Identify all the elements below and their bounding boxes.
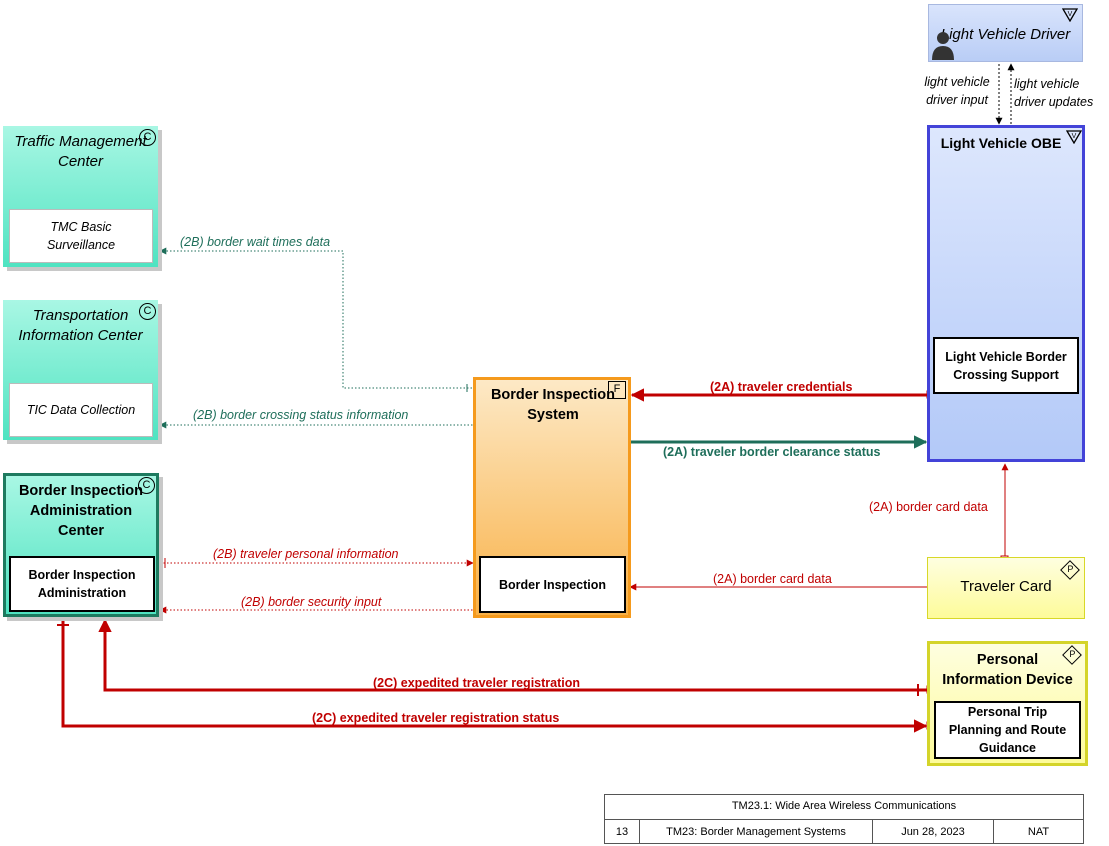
- light-vehicle-obe-title: Light Vehicle OBE: [940, 135, 1062, 151]
- center-class-badge: C: [138, 477, 155, 494]
- border-inspection-administration-center-title: Border Inspection Administration Center: [18, 483, 144, 539]
- border-inspection-administration-center-node[interactable]: Border Inspection Administration Center …: [3, 473, 159, 617]
- flow-card-data-up-label: (2A) border card data: [869, 500, 988, 514]
- flow-card-data-left-label: (2A) border card data: [713, 572, 832, 586]
- flow-security-input-label: (2B) border security input: [241, 595, 382, 609]
- traffic-management-center-node[interactable]: Traffic Management Center C TMC Basic Su…: [3, 126, 158, 267]
- flow-driver-input-label: light vehicle driver input: [924, 75, 990, 107]
- flow-wait-times-label: (2B) border wait times data: [180, 235, 331, 249]
- diagram-date: Jun 28, 2023: [873, 820, 994, 844]
- vehicle-triangle-icon: V: [1062, 8, 1078, 22]
- flow-expedited-reg-line: [98, 618, 928, 692]
- border-inspection-system-title: Border Inspection System: [490, 387, 616, 423]
- transportation-information-center-node[interactable]: Transportation Information Center C TIC …: [3, 300, 158, 440]
- person-icon: [932, 32, 954, 60]
- flow-expedited-status-label: (2C) expedited traveler registration sta…: [312, 711, 560, 725]
- diagram-title-block: TM23.1: Wide Area Wireless Communication…: [604, 794, 1084, 844]
- center-class-badge: C: [139, 303, 156, 320]
- light-vehicle-border-crossing-support[interactable]: Light Vehicle Border Crossing Support: [933, 337, 1079, 394]
- tmc-basic-surveillance[interactable]: TMC Basic Surveillance: [9, 209, 153, 263]
- diagram-number: 13: [605, 820, 640, 844]
- svg-text:V: V: [1068, 11, 1073, 18]
- flow-expedited-reg-label: (2C) expedited traveler registration: [373, 676, 581, 690]
- field-class-badge: F: [608, 381, 626, 399]
- flow-driver-updates-label: light vehicle driver updates: [1014, 77, 1094, 109]
- flow-expedited-status-line: [61, 620, 928, 733]
- border-inspection-system-node[interactable]: Border Inspection System F Border Inspec…: [473, 377, 631, 618]
- traveler-card-title: Traveler Card: [960, 578, 1052, 595]
- flow-wait-times-line: [159, 247, 479, 389]
- light-vehicle-obe-node[interactable]: Light Vehicle OBE V Light Vehicle Border…: [927, 125, 1085, 462]
- vehicle-triangle-icon: V: [1066, 130, 1082, 144]
- flow-clearance-label: (2A) traveler border clearance status: [663, 445, 881, 459]
- diagram-scope: NAT: [1027, 826, 1050, 838]
- flow-crossing-status-label: (2B) border crossing status information: [193, 408, 409, 422]
- personal-trip-planning-route-guidance[interactable]: Personal Trip Planning and Route Guidanc…: [934, 701, 1081, 759]
- light-vehicle-driver-node[interactable]: Light Vehicle Driver V: [928, 4, 1083, 62]
- flow-credentials-label: (2A) traveler credentials: [710, 380, 853, 394]
- transportation-information-center-title: Transportation Information Center: [18, 307, 143, 344]
- diagram-title: TM23.1: Wide Area Wireless Communication…: [605, 795, 1083, 820]
- flow-personal-info-label: (2B) traveler personal information: [213, 547, 399, 561]
- tic-data-collection[interactable]: TIC Data Collection: [9, 383, 153, 437]
- light-vehicle-driver-title: Light Vehicle Driver: [940, 26, 1071, 43]
- border-inspection-administration[interactable]: Border Inspection Administration: [9, 556, 155, 612]
- traveler-card-node[interactable]: Traveler Card P: [927, 557, 1085, 619]
- center-class-badge: C: [139, 129, 156, 146]
- svg-text:V: V: [1072, 133, 1077, 140]
- personal-information-device-node[interactable]: Personal Information Device P Personal T…: [927, 641, 1088, 766]
- border-inspection[interactable]: Border Inspection: [479, 556, 626, 613]
- diagram-name: TM23: Border Management Systems: [640, 820, 873, 844]
- traffic-management-center-title: Traffic Management Center: [14, 133, 147, 170]
- personal-information-device-title: Personal Information Device: [942, 652, 1073, 688]
